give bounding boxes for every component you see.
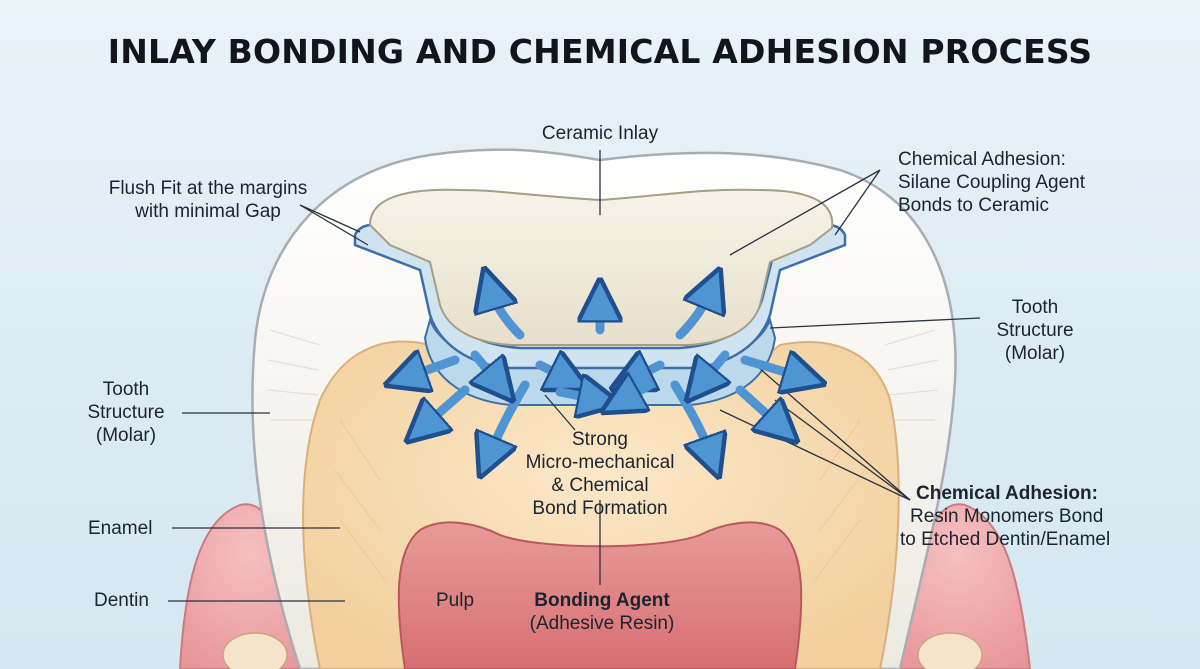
bond-arrows (405, 288, 805, 458)
label-flush-fit-line1: Flush Fit at the margins (108, 178, 308, 199)
label-chem-adhesion-resin: Chemical Adhesion: Resin Monomers Bond t… (900, 482, 1110, 551)
label-dentin: Dentin (94, 590, 149, 611)
label-tooth-right-line2: Structure (996, 320, 1074, 341)
bone-right (917, 632, 983, 669)
label-strong-bond-line1: Strong (572, 429, 628, 450)
label-resin-line2: Resin Monomers Bond (910, 506, 1104, 527)
label-silane-line2: Silane Coupling Agent (898, 172, 1085, 193)
dentin-texture (334, 419, 866, 581)
label-tooth-structure-right: Tooth Structure (Molar) (975, 296, 1095, 365)
arrow-up-left (490, 288, 525, 340)
label-flush-fit-line2: with minimal Gap (135, 201, 281, 222)
label-bonding-agent: Bonding Agent (Adhesive Resin) (512, 589, 692, 635)
label-tooth-right-line3: (Molar) (1004, 343, 1066, 364)
label-bonding-agent-line1: Bonding Agent (534, 590, 670, 611)
label-tooth-right-line1: Tooth (1011, 297, 1059, 318)
label-tooth-left-line1: Tooth (102, 379, 150, 400)
label-resin-line1: Chemical Adhesion: (916, 483, 1098, 504)
label-silane-line3: Bonds to Ceramic (898, 195, 1050, 216)
pulp-shape (397, 521, 803, 669)
enamel-texture (267, 329, 939, 421)
label-strong-bond-line2: Micro-mechanical (525, 452, 675, 473)
arrow-out-right (740, 360, 805, 378)
label-silane-line1: Chemical Adhesion: (898, 149, 1066, 170)
arrow-down-right-2 (735, 385, 782, 428)
arrow-down-right-1 (670, 380, 712, 458)
arrow-in-right-1 (700, 350, 725, 385)
arrow-in-left-2 (535, 365, 570, 380)
label-tooth-left-line3: (Molar) (95, 425, 157, 446)
label-tooth-left-line2: Structure (87, 402, 165, 423)
arrow-center-left (620, 385, 655, 402)
label-strong-bond-line3: & Chemical (551, 475, 649, 496)
page-title: INLAY BONDING AND CHEMICAL ADHESION PROC… (107, 32, 1093, 71)
bone-left (222, 632, 288, 669)
arrow-down-left-1 (422, 385, 470, 428)
label-bonding-agent-line2: (Adhesive Resin) (529, 613, 675, 634)
arrow-down-left-2 (488, 380, 530, 458)
label-pulp: Pulp (436, 590, 475, 611)
label-strong-bond-line4: Bond Formation (532, 498, 668, 519)
arrow-in-left-1 (475, 350, 500, 385)
label-resin-line3: to Etched Dentin/Enamel (900, 529, 1111, 550)
arrow-out-left (405, 360, 460, 378)
pointer-lines (168, 150, 981, 602)
label-enamel: Enamel (88, 518, 153, 539)
label-strong-bond: Strong Micro-mechanical & Chemical Bond … (505, 428, 695, 520)
label-flush-fit: Flush Fit at the margins with minimal Ga… (78, 177, 338, 223)
label-tooth-structure-left: Tooth Structure (Molar) (70, 378, 182, 447)
arrow-up-right (675, 288, 712, 340)
label-chem-adhesion-silane: Chemical Adhesion: Silane Coupling Agent… (898, 148, 1085, 217)
label-ceramic-inlay: Ceramic Inlay (541, 123, 659, 144)
arrow-center-right (555, 392, 600, 400)
